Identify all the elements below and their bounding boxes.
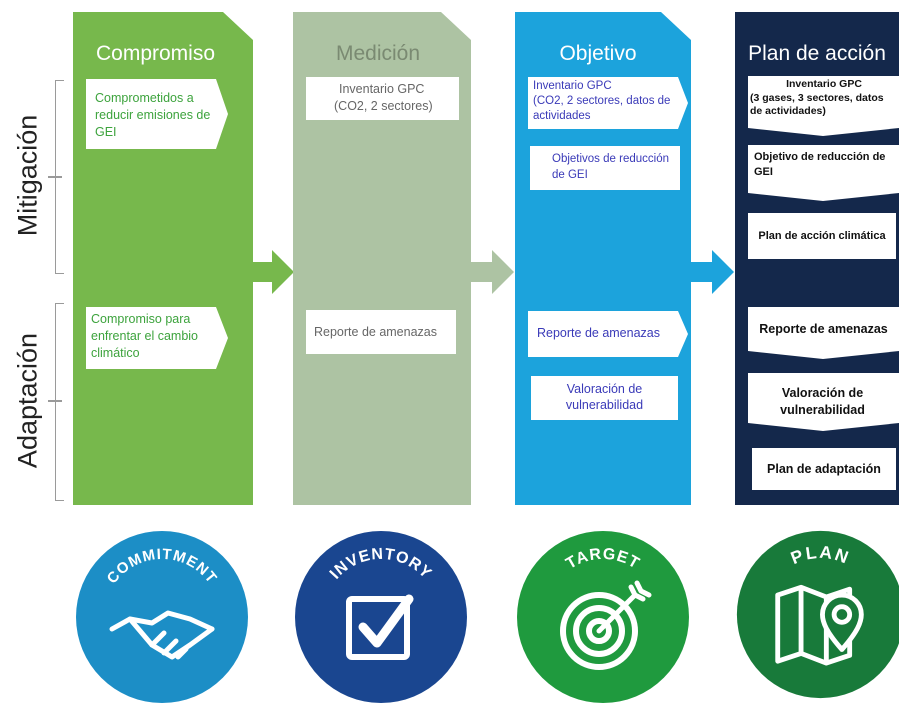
arrow-compromiso-to-medicion <box>250 250 294 294</box>
checkbox-icon <box>346 594 414 660</box>
side-label-adaptacion: Adaptación <box>12 332 43 469</box>
medicion-box1-line2: (CO2, 2 sectores) <box>334 98 433 113</box>
inventory-badge: INVENTORY <box>291 527 471 707</box>
plan-box6: Plan de adaptación <box>752 448 896 490</box>
plan-box2: Objetivo de reducción de GEI <box>754 151 886 178</box>
medicion-column <box>293 12 471 505</box>
arrow-objetivo-to-plan <box>690 250 734 294</box>
plan-box4-shape <box>748 307 899 359</box>
compromiso-box2-shape <box>86 307 228 369</box>
adaptacion-bracket <box>55 303 64 501</box>
objetivo-box1-line1: Inventario GPC <box>533 80 612 92</box>
plan-box4: Reporte de amenazas <box>759 322 888 336</box>
plan-box3: Plan de acción climática <box>748 213 896 259</box>
medicion-box1: Inventario GPC (CO2, 2 sectores) <box>306 77 459 120</box>
plan-title: Plan de acción <box>748 42 886 65</box>
objetivo-box4: Valoración de vulnerabilidad <box>531 376 678 420</box>
objetivo-box1-line2: (CO2, 2 sectores, datos de actividades <box>533 94 671 122</box>
side-label-mitigacion: Mitigación <box>12 114 43 237</box>
adaptacion-bracket-tick <box>48 400 62 402</box>
objetivo-title: Objetivo <box>559 42 637 65</box>
compromiso-box1: Comprometidos a reducir emisiones de GEI <box>95 91 211 139</box>
compromiso-title: Compromiso <box>95 42 216 65</box>
plan-box1-line1: Inventario GPC <box>786 78 862 90</box>
target-badge: TARGET <box>513 527 693 707</box>
map-pin-icon <box>775 584 864 666</box>
plan-box5-shape <box>748 373 899 431</box>
plan-box5: Valoración de vulnerabilidad <box>780 386 865 417</box>
medicion-box1-line1: Inventario GPC <box>339 82 425 96</box>
compromiso-box2: Compromiso para enfrentar el cambio clim… <box>91 312 199 360</box>
mitigacion-bracket-tick <box>48 176 62 178</box>
plan-badge: PLAN <box>733 527 899 702</box>
objetivo-box1: Inventario GPC (CO2, 2 sectores, datos d… <box>533 79 678 124</box>
plan-box1: Inventario GPC (3 gases, 3 sectores, dat… <box>750 78 898 119</box>
medicion-box2: Reporte de amenazas <box>306 310 456 354</box>
objetivo-box3: Reporte de amenazas <box>537 326 660 340</box>
arrow-medicion-to-objetivo <box>470 250 514 294</box>
target-icon <box>560 580 652 670</box>
medicion-title: Medición <box>335 42 421 65</box>
commitment-badge: COMMITMENT <box>72 527 252 707</box>
objetivo-box2: Objetivos de reducción de GEI <box>530 146 680 190</box>
plan-box2-shape <box>748 145 899 201</box>
objetivo-box3-shape <box>528 311 688 357</box>
plan-box1-shape <box>748 76 899 136</box>
objetivo-box1-shape <box>528 77 688 129</box>
compromiso-box1-shape <box>86 79 228 149</box>
handshake-icon <box>109 610 215 660</box>
plan-box1-line2: (3 gases, 3 sectores, datos de actividad… <box>750 91 884 118</box>
